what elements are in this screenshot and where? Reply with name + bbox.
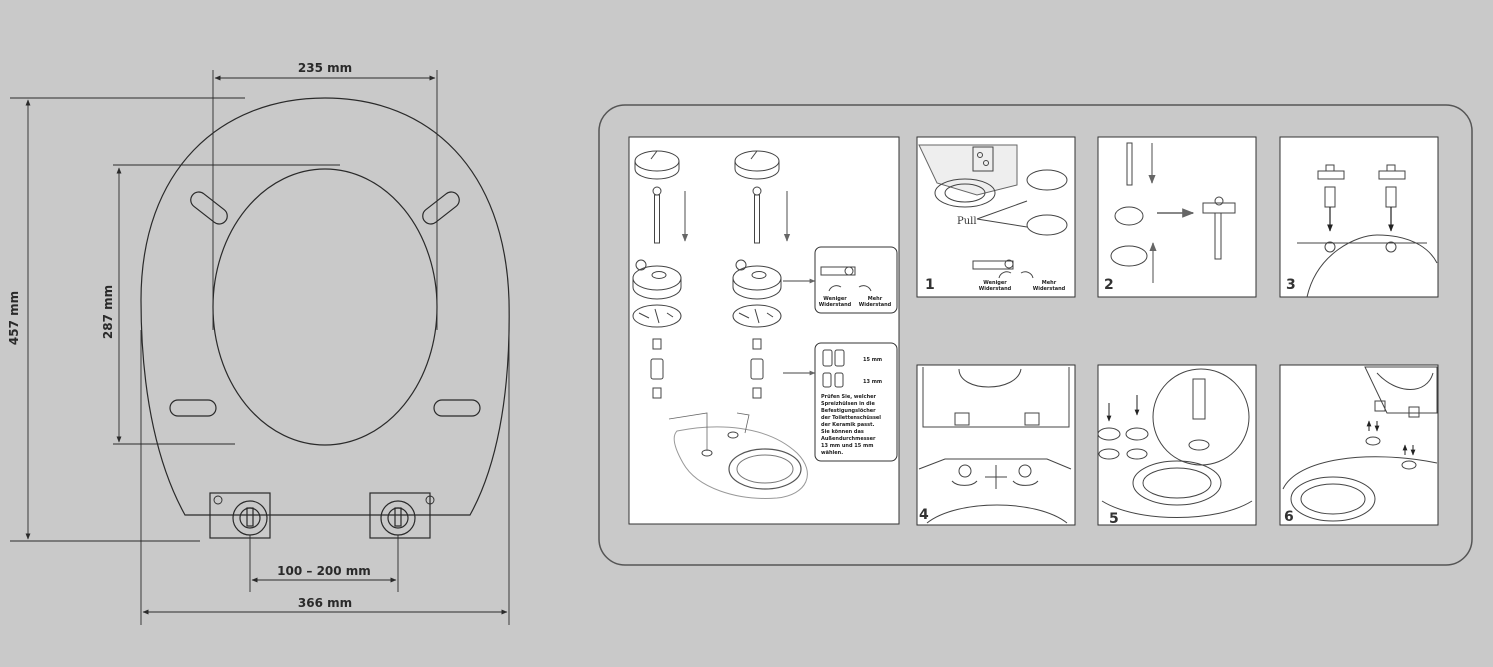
seat-bumper-bottom-right: [433, 399, 481, 417]
label-13mm: 13 mm: [863, 379, 882, 385]
seat-bumper-bottom-left: [169, 399, 217, 417]
step-6-panel: 6: [1279, 364, 1439, 526]
svg-text:Befestigungslöcher: Befestigungslöcher: [821, 408, 876, 414]
dim-hinge-spacing: 100 – 200 mm: [277, 564, 371, 578]
svg-text:der Keramik passt.: der Keramik passt.: [821, 422, 874, 428]
washer-icon: [632, 304, 682, 328]
step-3-number: 3: [1286, 277, 1296, 293]
step-5-number: 5: [1109, 511, 1119, 527]
seat-outline: [140, 97, 510, 516]
cap-icon: [634, 150, 680, 180]
label-more-resistance-2: Widerstand: [859, 302, 892, 308]
svg-text:Prüfen Sie, welcher: Prüfen Sie, welcher: [821, 394, 877, 400]
step-5-panel: 5: [1097, 364, 1257, 527]
step-2-panel: 2: [1097, 136, 1257, 298]
label-15mm: 15 mm: [863, 357, 882, 363]
seat-bumper-top-left: [190, 191, 228, 225]
step-6-number: 6: [1284, 509, 1294, 525]
dim-total-width: 366 mm: [298, 596, 352, 610]
step-1-number: 1: [925, 277, 935, 293]
seat-opening: [212, 168, 438, 446]
step-3-panel: 3: [1279, 136, 1439, 298]
svg-text:13 mm und 15 mm: 13 mm und 15 mm: [821, 443, 873, 449]
step-4-number: 4: [919, 507, 929, 523]
dim-total-length: 457 mm: [7, 291, 21, 345]
dimension-drawing: 235 mm 457 mm 287 mm 100 – 200 mm 366 mm: [7, 61, 510, 625]
pull-label: Pull: [957, 216, 977, 227]
svg-text:Mehr: Mehr: [1042, 280, 1057, 286]
svg-text:Widerstand: Widerstand: [1033, 286, 1066, 292]
svg-text:wählen.: wählen.: [821, 450, 843, 456]
label-less-resistance-1: Weniger: [823, 296, 847, 302]
label-less-resistance-2: Widerstand: [819, 302, 852, 308]
step-4-panel: 4: [916, 364, 1076, 526]
svg-text:der Toilettenschüssel: der Toilettenschüssel: [821, 415, 881, 421]
instruction-board: Weniger Widerstand Mehr Widerstand 15 mm…: [598, 104, 1473, 566]
dim-opening-length: 287 mm: [101, 285, 115, 339]
label-more-resistance-1: Mehr: [868, 296, 883, 302]
step-1-panel: Pull Weniger Widerstand Mehr Widerstand …: [916, 136, 1076, 298]
svg-text:Widerstand: Widerstand: [979, 286, 1012, 292]
dim-top-width: 235 mm: [298, 61, 352, 75]
panel-hardware-overview: Weniger Widerstand Mehr Widerstand 15 mm…: [628, 136, 900, 525]
svg-text:Außendurchmesser: Außendurchmesser: [821, 436, 876, 442]
board-frame: [598, 104, 1473, 566]
bolt-size-note: Prüfen Sie, welcher Spreizhülsen in die …: [821, 394, 881, 456]
svg-text:Sie können das: Sie können das: [821, 429, 864, 435]
bolt-icon: [652, 186, 662, 244]
svg-text:Spreizhülsen in die: Spreizhülsen in die: [821, 401, 875, 407]
hinge-base-icon: [632, 259, 682, 300]
seat-bumper-top-right: [422, 191, 460, 225]
step-2-number: 2: [1104, 277, 1114, 293]
bowl-sketch: [668, 412, 808, 499]
svg-text:Weniger: Weniger: [983, 280, 1007, 286]
